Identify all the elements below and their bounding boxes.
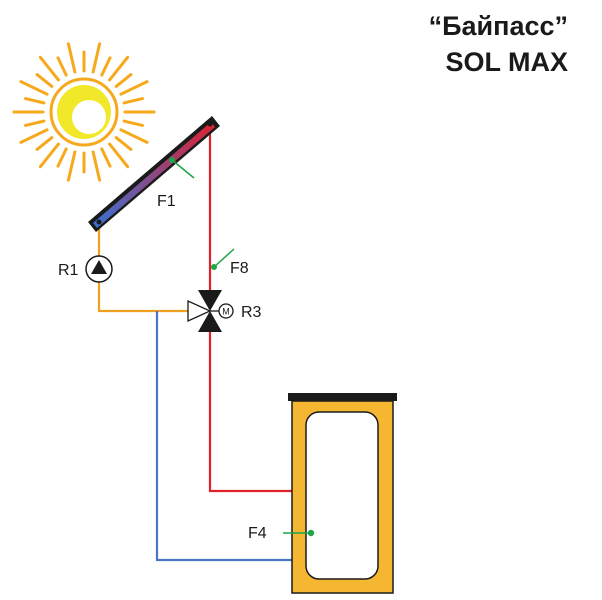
pump-arrow-icon [91, 260, 107, 274]
sun-ray [38, 142, 60, 169]
sun-ray [19, 80, 49, 96]
sun-ray [35, 73, 54, 88]
valve-r3: M R3 [187, 290, 262, 332]
sun-ray [24, 97, 46, 105]
sun-ray [66, 42, 77, 74]
sensor-f8-lead [213, 248, 235, 268]
sun-highlight [72, 100, 106, 134]
sensor-f1-lead [171, 159, 195, 179]
sensor-f4: F4 [248, 525, 315, 542]
title-line-1: “Байпасс” [428, 11, 568, 41]
sun-ray [19, 128, 49, 144]
sensor-f1: F1 [157, 157, 195, 210]
sun-ray [119, 128, 149, 144]
valve-motor-icon [218, 303, 234, 319]
hot-pipe-lower [208, 329, 314, 493]
valve-label: R3 [241, 304, 262, 321]
title-line-2: SOL MAX [445, 47, 568, 77]
pipes [97, 128, 314, 562]
tank-lid [288, 393, 397, 401]
bypass-pipe [97, 222, 190, 313]
sensor-f1-label: F1 [157, 193, 176, 210]
valve-motor-label: M [222, 307, 230, 317]
sun-ray [122, 97, 144, 105]
valve-side-port [187, 299, 212, 323]
sun-ring [49, 77, 119, 147]
valve-top-port [198, 290, 222, 311]
sensor-f1-dot [169, 157, 175, 163]
sun-ray [38, 55, 60, 82]
sensor-f4-label: F4 [248, 525, 267, 542]
pump-r1: R1 [58, 255, 113, 283]
solar-collector [88, 116, 220, 232]
cold-pipe [155, 311, 312, 562]
tank-inner [305, 411, 379, 580]
sensor-f8-label: F8 [230, 260, 249, 277]
sun-ray [24, 119, 46, 127]
sun-ray [56, 56, 68, 77]
sun-ray [108, 142, 130, 169]
sun-icon [12, 42, 156, 182]
sun-ray [100, 56, 112, 77]
sun-ray [91, 150, 102, 182]
valve-bottom-port [198, 311, 222, 332]
collector-absorber [93, 122, 215, 228]
sun-ray [91, 42, 102, 74]
collector-outlet [207, 121, 213, 127]
sun-ray [122, 119, 144, 127]
collector-inlet [96, 219, 102, 225]
sun-ray [119, 80, 149, 96]
sun-ray [108, 55, 130, 82]
sun-ray [114, 73, 133, 88]
sun-ray [56, 147, 68, 168]
sun-rays [12, 42, 156, 182]
sun-ray [114, 136, 133, 151]
storage-tank [288, 393, 397, 594]
sun-ray [100, 147, 112, 168]
diagram-title: “Байпасс” SOL MAX [429, 8, 568, 80]
pump-label: R1 [58, 262, 79, 279]
sensor-f8-dot [211, 264, 217, 270]
sun-ray [35, 136, 54, 151]
sensor-f8: F8 [211, 248, 249, 277]
sensor-f4-dot [307, 529, 315, 537]
sun-ray [66, 150, 77, 182]
